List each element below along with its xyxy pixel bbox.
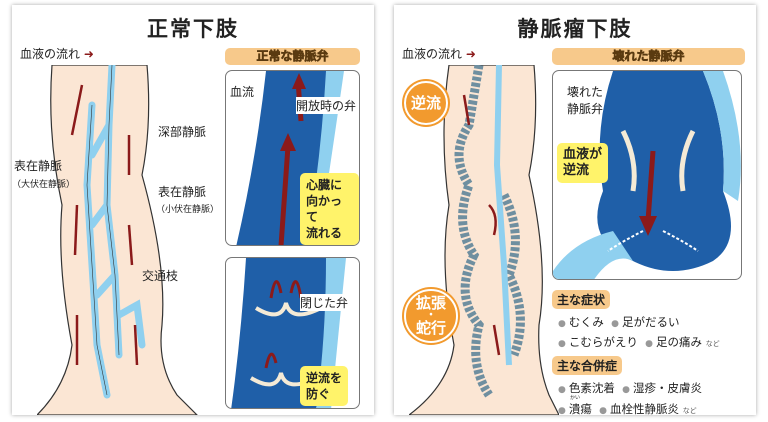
callout-blood-reflux: 血液が 逆流 (557, 143, 609, 183)
broken-valve-illustration (553, 71, 741, 279)
legend-text: 血液の流れ (402, 47, 463, 61)
etc-suffix: など (682, 407, 697, 415)
label-deep-vein: 深部静脈 (158, 125, 207, 139)
normal-leg-illustration (37, 65, 198, 415)
broken-valve-header: 壊れた静脈弁 (552, 48, 745, 65)
complications-title: 主な合併症 (552, 356, 623, 375)
callout-line: 防ぐ (306, 387, 331, 401)
blood-flow-legend: 血液の流れ ➜ (402, 45, 476, 62)
complication: 色素沈着 (568, 381, 615, 395)
label-superficial-great-sub: （大伏在静脈） (12, 180, 76, 190)
normal-leg-panel: 正常下肢 血液の流れ ➜ 表在静脈 （大伏在静脈） 深部静脈 表在静脈 （小伏在… (12, 5, 374, 415)
callout-line: 心臓に (306, 178, 343, 192)
symptom-row: ●むくみ ●足がだるい (558, 315, 680, 329)
complication-row: かい●潰瘍 ●血栓性静脈炎 など (558, 395, 697, 416)
complication: 湿疹・皮膚炎 (633, 381, 703, 395)
badge-line: 拡張 (415, 294, 446, 312)
symptom-row: ●こむらがえり ●足の痛み など (558, 335, 720, 349)
label-open-valve: 開放時の弁 (296, 97, 357, 114)
callout-line: 向かって (306, 194, 343, 224)
badge-line: ・ (426, 310, 436, 321)
complication-row: ●色素沈着 ●湿疹・皮膚炎 (558, 381, 703, 395)
varicose-leg-illustration (409, 65, 559, 415)
complication: 血栓性静脈炎 (610, 402, 680, 416)
ruby-text: かい (570, 395, 581, 401)
legend-text: 血液の流れ (20, 47, 81, 61)
callout-line: 逆流 (563, 163, 590, 178)
normal-title: 正常下肢 (147, 17, 239, 41)
symptom: こむらがえり (568, 335, 638, 349)
badge-line: 蛇行 (415, 319, 446, 337)
varicose-title: 静脈瘤下肢 (517, 17, 633, 41)
dilation-tortuosity-badge: 拡張 ・ 蛇行 (404, 289, 458, 343)
symptoms-title: 主な症状 (552, 290, 611, 309)
label-superficial-small-sub: （小伏在静脈） (156, 205, 220, 215)
label-line: 壊れた (567, 85, 604, 99)
symptoms-section: 主な症状 ●むくみ ●足がだるい ●こむらがえり ●足の痛み など 主な合併症 … (552, 289, 747, 417)
etc-suffix: など (705, 340, 720, 348)
callout-flow-to-heart: 心臓に 向かって 流れる (300, 173, 359, 245)
normal-valve-header: 正常な静脈弁 (225, 48, 360, 65)
blood-flow-legend: 血液の流れ ➜ (20, 45, 94, 62)
symptom: むくみ (568, 315, 604, 329)
broken-valve-box: 壊れた 静脈弁 血液が 逆流 (552, 70, 742, 280)
closed-valve-box: 閉じた弁 逆流を 防ぐ (225, 257, 360, 409)
label-line: 静脈弁 (567, 102, 604, 116)
label-closed-valve: 閉じた弁 (300, 294, 349, 311)
callout-line: 逆流を (306, 371, 343, 385)
varicose-leg-panel: 静脈瘤下肢 血液の流れ ➜ 逆流 拡張 ・ 蛇行 壊れた静脈弁 壊れた 静脈弁 … (394, 5, 756, 417)
symptom: 足の痛み (656, 335, 703, 349)
label-superficial-small: 表在静脈 (158, 185, 207, 199)
label-blood-flow: 血流 (230, 85, 255, 99)
callout-line: 血液が (563, 147, 603, 162)
open-valve-box: 血流 開放時の弁 心臓に 向かって 流れる (225, 70, 360, 246)
reflux-badge: 逆流 (404, 81, 448, 125)
arrow-right-icon: ➜ (83, 47, 94, 61)
label-communicating-branch: 交通枝 (142, 269, 179, 283)
label-superficial-great: 表在静脈 (14, 159, 63, 173)
symptom: 足がだるい (622, 315, 680, 329)
callout-prevent-reflux: 逆流を 防ぐ (300, 366, 349, 406)
callout-line: 流れる (306, 226, 343, 240)
label-broken-valve: 壊れた 静脈弁 (567, 83, 603, 117)
arrow-right-icon: ➜ (465, 47, 476, 61)
complication: 潰瘍 (568, 402, 592, 416)
